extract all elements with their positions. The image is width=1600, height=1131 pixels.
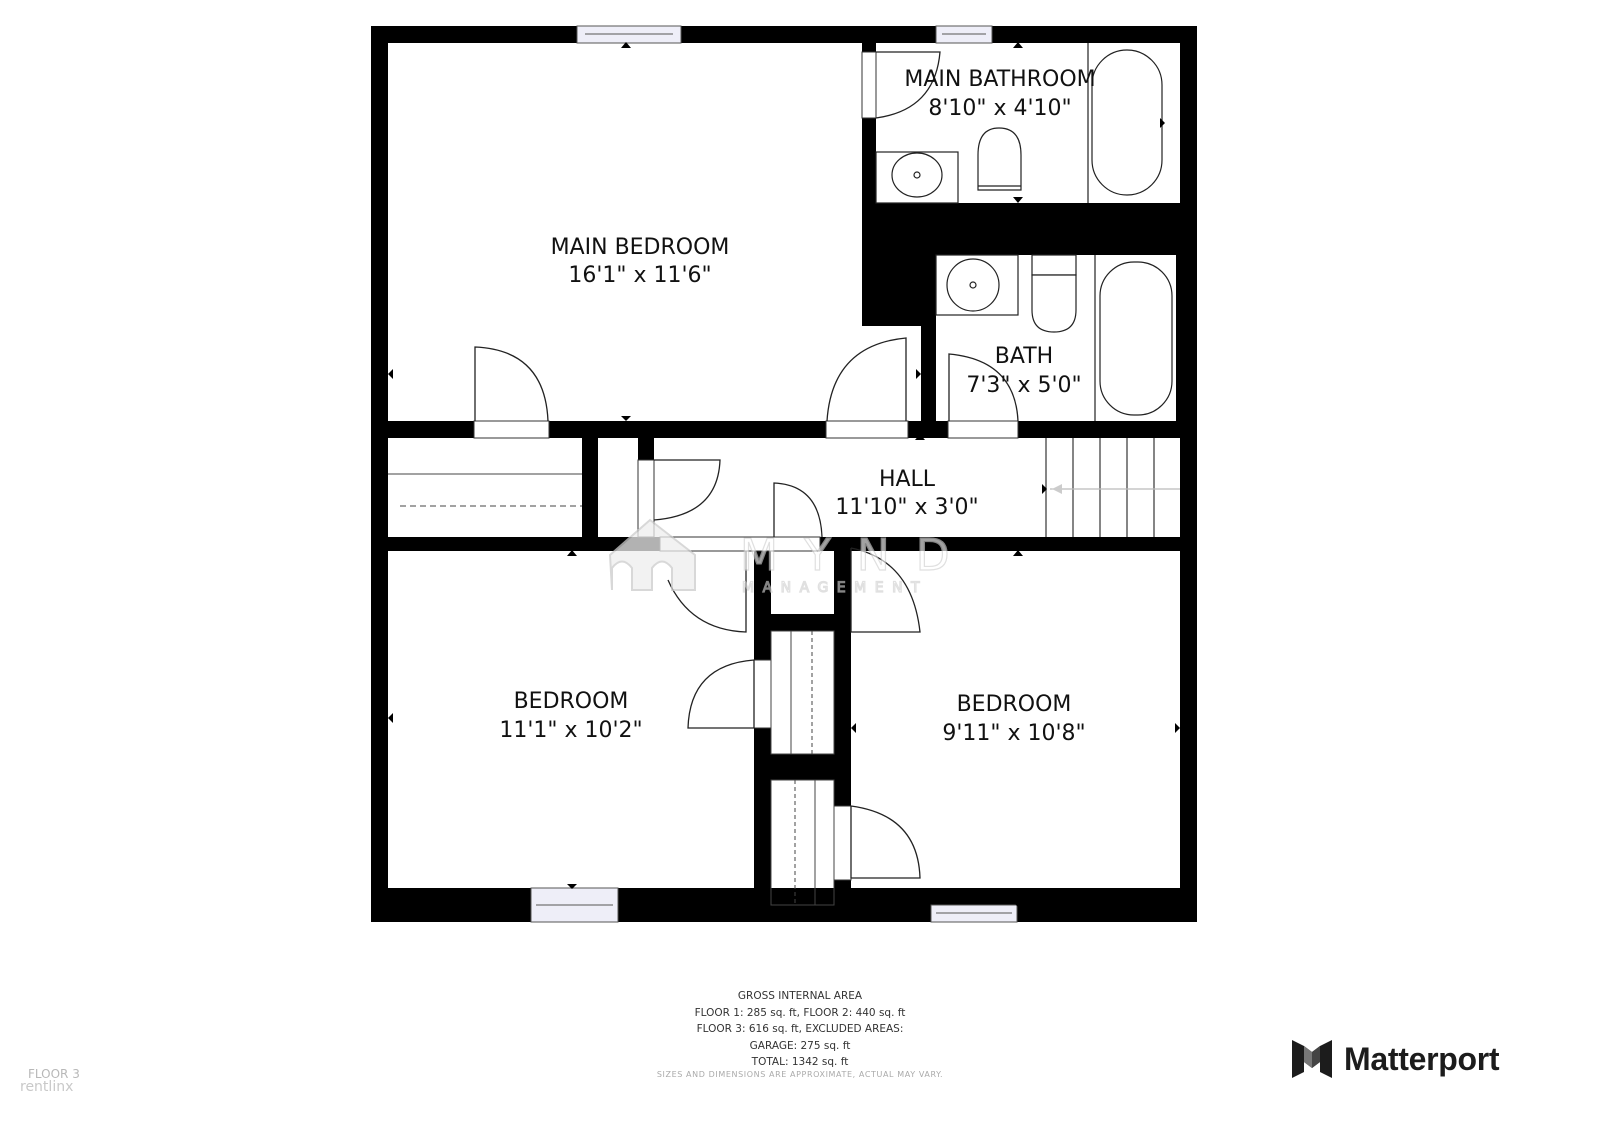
stairs [1045, 438, 1180, 537]
floor-label: FLOOR 3 [28, 1067, 80, 1081]
room-dims-bath: 7'3" x 5'0" [966, 373, 1081, 398]
mynd-watermark: MYND MANAGEMENT [608, 518, 976, 597]
room-name-main-bathroom: MAIN BATHROOM [904, 67, 1095, 92]
room-name-hall: HALL [879, 467, 936, 492]
markers [388, 42, 1180, 907]
room-name-bedroom-right: BEDROOM [957, 692, 1072, 717]
closet-lines [388, 473, 835, 906]
room-name-bedroom-left: BEDROOM [514, 689, 629, 714]
windows [530, 25, 1018, 923]
area-line-3: GARAGE: 275 sq. ft [749, 1039, 851, 1052]
area-line-1: FLOOR 1: 285 sq. ft, FLOOR 2: 440 sq. ft [694, 1006, 906, 1019]
room-dims-hall: 11'10" x 3'0" [835, 495, 978, 520]
room-name-main-bedroom: MAIN BEDROOM [551, 235, 730, 260]
watermark-management: MANAGEMENT [742, 580, 928, 596]
watermark-mynd: MYND [740, 530, 976, 581]
bathroom-fixtures [875, 43, 1173, 421]
disclaimer: SIZES AND DIMENSIONS ARE APPROXIMATE, AC… [656, 1070, 944, 1079]
rentlinx-watermark: rentlinx [20, 1079, 74, 1095]
area-title: GROSS INTERNAL AREA [737, 990, 863, 1002]
room-dims-main-bathroom: 8'10" x 4'10" [928, 96, 1071, 121]
room-labels: MAIN BEDROOM 16'1" x 11'6" MAIN BATHROOM… [499, 67, 1095, 746]
room-dims-bedroom-right: 9'11" x 10'8" [942, 721, 1085, 746]
room-dims-bedroom-left: 11'1" x 10'2" [499, 718, 642, 743]
matterport-name: Matterport [1344, 1040, 1500, 1077]
room-name-bath: BATH [995, 344, 1053, 369]
area-line-2: FLOOR 3: 616 sq. ft, EXCLUDED AREAS: [696, 1023, 904, 1035]
door-swings [474, 51, 1019, 879]
door-openings [473, 51, 1019, 881]
matterport-brand: Matterport [1290, 1038, 1500, 1080]
area-line-4: TOTAL: 1342 sq. ft [751, 1056, 849, 1068]
room-dims-main-bedroom: 16'1" x 11'6" [568, 263, 711, 288]
matterport-logo-icon [1292, 1040, 1332, 1078]
walls [371, 26, 1197, 922]
gross-internal-area: GROSS INTERNAL AREA FLOOR 1: 285 sq. ft,… [590, 988, 1010, 1071]
